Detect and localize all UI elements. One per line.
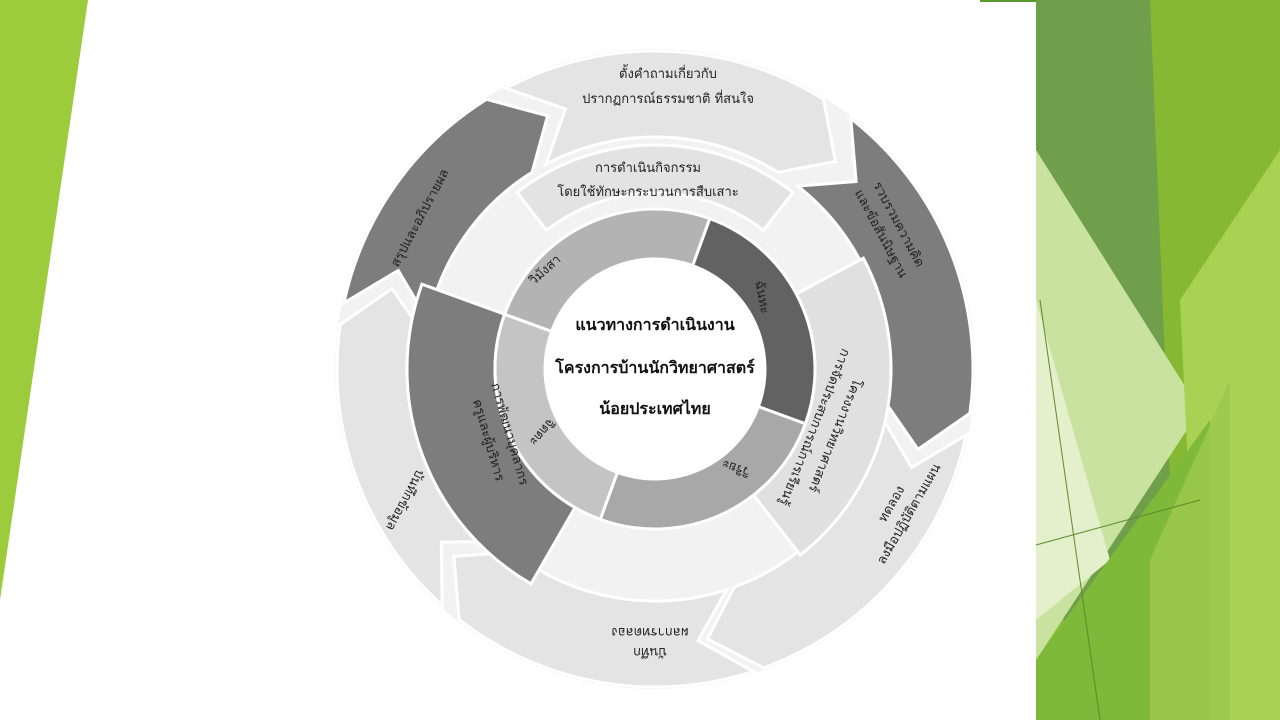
middle-block-1-line-2: โดยใช้ทักษะกระบวนการสืบเสาะ — [557, 184, 738, 200]
outer-step-6-arrow — [341, 97, 550, 325]
middle-block-1-line-1: การดำเนินกิจกรรม — [595, 161, 701, 176]
outer-step-1-arrow — [501, 49, 838, 174]
outer-step-4-line-2: ผลการทดลอง — [612, 624, 689, 639]
center-title-line-2: โครงการบ้านนักวิทยาศาสตร์ — [554, 357, 755, 377]
top-accent-line — [980, 0, 1036, 2]
outer-step-2-arrow — [793, 115, 975, 452]
outer-step-4-line-1: บันทึก — [633, 644, 667, 659]
green-hairline — [1039, 299, 1101, 720]
center-title-line-1: แนวทางการดำเนินงาน — [575, 315, 734, 334]
outer-step-4-arrow — [452, 550, 758, 689]
middle-block-1 — [514, 143, 796, 233]
outer-step-1-line-1: ตั้งคำถามเกี่ยวกับ — [619, 64, 717, 82]
center-title-line-3: น้อยประเทศไทย — [599, 399, 710, 418]
green-hairline — [1035, 499, 1201, 546]
outer-step-1-line-2: ปรากฏการณ์ธรรมชาติ ที่สนใจ — [582, 90, 754, 107]
green-stripe — [1150, 380, 1230, 720]
center-disc — [545, 259, 765, 479]
left-green-bar — [0, 0, 88, 600]
inner-segment-chanta: ฉันทะ — [751, 279, 772, 314]
